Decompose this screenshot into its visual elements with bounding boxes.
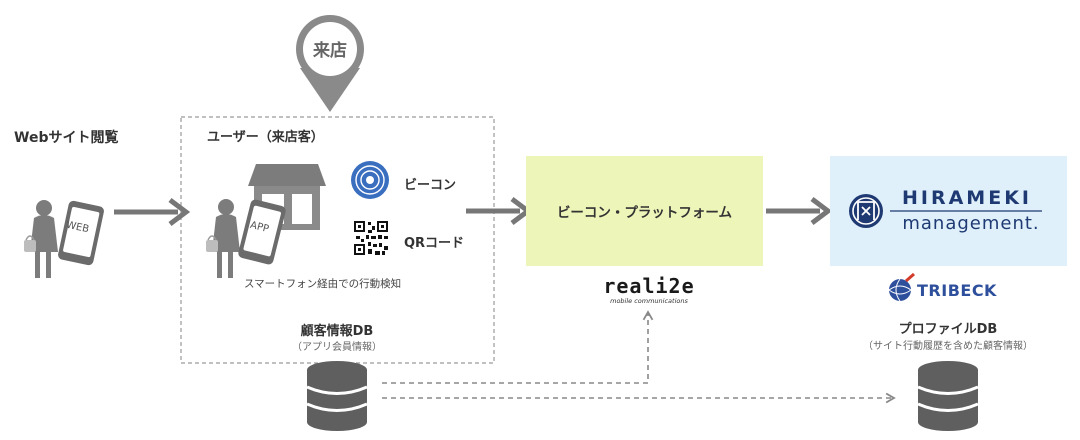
profile-db-title: プロファイルDB [898,322,998,337]
smartphone-detection-label: スマートフォン経由での行動検知 [244,278,402,290]
profile-db-subtitle: （サイト行動履歴を含めた顧客情報） [863,341,1033,352]
beacon-platform-label: ビーコン・プラットフォーム [556,205,733,221]
visit-pin-icon [296,15,364,112]
customer-db-title: 顧客情報DB [300,324,374,339]
profile-db-icon [917,361,979,431]
customer-db-icon [306,361,368,431]
web-phone-icon [58,200,104,266]
arrow-platform-to-hirameki [766,197,833,225]
web-browsing-label: Webサイト閲覧 [14,130,119,146]
person-app-icon [206,199,240,278]
realize-logo-sub: mobile communications [610,297,688,305]
arrow-web-to-user [114,198,191,226]
user-group-title: ユーザー（来店客） [207,130,324,145]
beacon-icon [351,161,389,199]
tribeck-globe-icon [888,272,915,302]
qr-code-label: QRコード [404,236,465,251]
tribeck-logo: TRIBECK [917,281,997,300]
app-phone-icon [238,199,286,265]
arrow-user-to-platform [466,197,533,225]
hirameki-emblem-icon [849,194,883,228]
hirameki-logo-sub: management. [902,213,1040,234]
dashed-flow-to-realize [382,310,654,384]
qr-code-icon [354,221,388,255]
hirameki-logo-main: HIRAMEKI [902,187,1032,209]
realize-logo-main: reali2e [603,274,695,298]
beacon-label: ビーコン [404,178,457,193]
person-web-icon [24,200,58,278]
visit-pin-label: 来店 [313,41,347,61]
customer-db-subtitle: （アプリ会員情報） [292,342,382,353]
beacon-platform-panel [526,156,763,266]
